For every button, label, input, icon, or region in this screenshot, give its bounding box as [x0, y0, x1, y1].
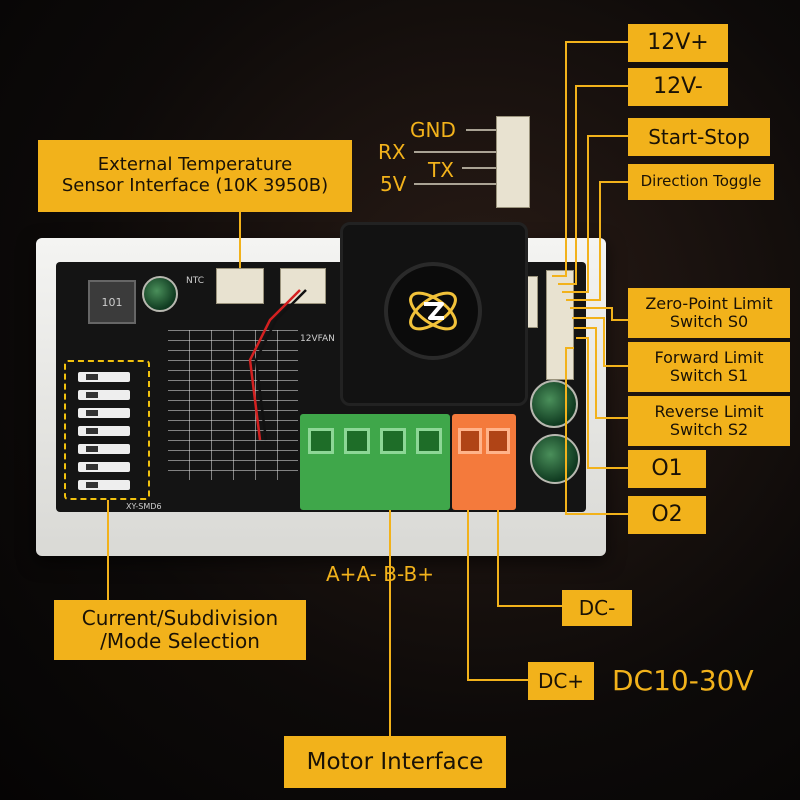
v12-minus-callout: 12V-	[628, 68, 728, 106]
dip-switch-1	[78, 372, 130, 382]
ntc-connector	[216, 268, 264, 304]
io-header	[546, 270, 574, 380]
gnd-label: GND	[410, 118, 456, 142]
current-mode-line1: Current/Subdivision	[81, 606, 279, 630]
direction-toggle-callout: Direction Toggle	[628, 164, 774, 200]
fan-connector	[280, 268, 326, 304]
o1-callout: O1	[628, 450, 706, 488]
model-label: XY-SMD6	[126, 502, 162, 511]
reverse-limit-line1: Reverse Limit	[654, 401, 764, 421]
dip-switch-2	[78, 390, 130, 400]
start-stop-callout: Start-Stop	[628, 118, 770, 156]
o2-callout: O2	[628, 496, 706, 534]
reverse-limit-line2: Switch S2	[669, 420, 749, 439]
dc-minus-callout: DC-	[562, 590, 632, 626]
o2-label: O2	[651, 502, 683, 528]
v12-plus-callout: 12V+	[628, 24, 728, 62]
forward-limit-line1: Forward Limit	[654, 347, 764, 367]
direction-toggle-label: Direction Toggle	[640, 172, 762, 191]
rx-label: RX	[378, 140, 406, 164]
dip-switch-4	[78, 426, 130, 436]
fan-label: 12VFAN	[300, 334, 335, 344]
reverse-limit-callout: Reverse Limit Switch S2	[628, 396, 790, 446]
dip-switch-3	[78, 408, 130, 418]
tx-label: TX	[428, 158, 454, 182]
power-inductor: 101	[88, 280, 136, 324]
zero-limit-callout: Zero-Point Limit Switch S0	[628, 288, 790, 338]
dip-switch-highlight	[64, 360, 150, 500]
power-terminal-block	[452, 414, 516, 510]
dc-minus-label: DC-	[578, 595, 616, 620]
forward-limit-line2: Switch S1	[669, 366, 749, 385]
settings-table-print	[168, 330, 298, 480]
motor-interface-label: Motor Interface	[306, 748, 484, 775]
v5-label: 5V	[380, 172, 407, 196]
motor-pins-label: A+A- B-B+	[326, 562, 434, 586]
start-stop-label: Start-Stop	[648, 124, 750, 149]
current-mode-callout: Current/Subdivision /Mode Selection	[54, 600, 306, 660]
fan-hub	[384, 262, 482, 360]
temp-sensor-line2: Sensor Interface (10K 3950B)	[61, 175, 329, 196]
capacitor-top-left	[142, 276, 178, 312]
brand-logo-icon	[409, 291, 457, 331]
motor-terminal-block	[300, 414, 450, 510]
capacitor-right-1	[530, 380, 578, 428]
dip-switch-7	[78, 480, 130, 490]
dc-range-label: DC10-30V	[612, 664, 754, 697]
dc-plus-callout: DC+	[528, 662, 594, 700]
v12-plus-label: 12V+	[647, 30, 709, 56]
dc-plus-label: DC+	[537, 668, 585, 693]
temp-sensor-callout: External Temperature Sensor Interface (1…	[38, 140, 352, 212]
current-mode-line2: /Mode Selection	[100, 629, 260, 653]
capacitor-right-2	[530, 434, 580, 484]
inductor-marking: 101	[101, 295, 123, 309]
o1-label: O1	[651, 456, 683, 482]
zero-limit-line2: Switch S0	[669, 312, 749, 331]
dip-switch-6	[78, 462, 130, 472]
zero-limit-line1: Zero-Point Limit	[645, 293, 773, 313]
forward-limit-callout: Forward Limit Switch S1	[628, 342, 790, 392]
motor-interface-callout: Motor Interface	[284, 736, 506, 788]
ntc-label: NTC	[186, 276, 204, 286]
uart-connector	[496, 116, 530, 208]
temp-sensor-line1: External Temperature	[97, 154, 293, 176]
v12-minus-label: 12V-	[653, 74, 703, 100]
dip-switch-5	[78, 444, 130, 454]
